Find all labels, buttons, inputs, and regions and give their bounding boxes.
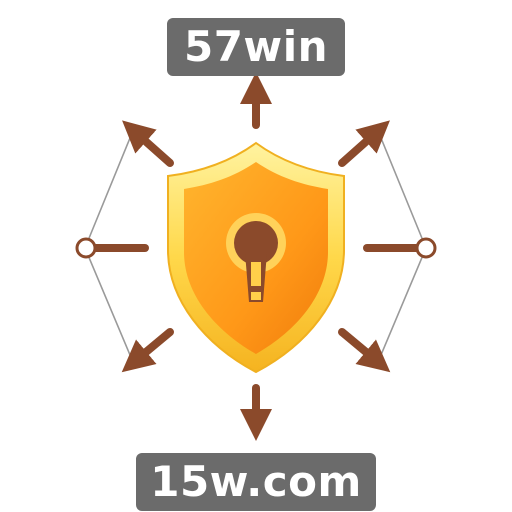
right-node-icon [415,237,437,259]
left-node-icon [75,237,97,259]
brand-label-top: 57win [167,18,345,76]
shield-keyhole-icon [167,141,345,374]
arrow-up-right-icon [338,120,390,167]
domain-label-bottom: 15w.com [136,453,376,511]
connector-lines [84,137,427,356]
outward-arrow-icons [92,72,420,441]
arrow-down-left-icon [121,328,174,373]
arrow-down-right-icon [338,328,391,373]
arrow-up-left-icon [122,120,174,167]
